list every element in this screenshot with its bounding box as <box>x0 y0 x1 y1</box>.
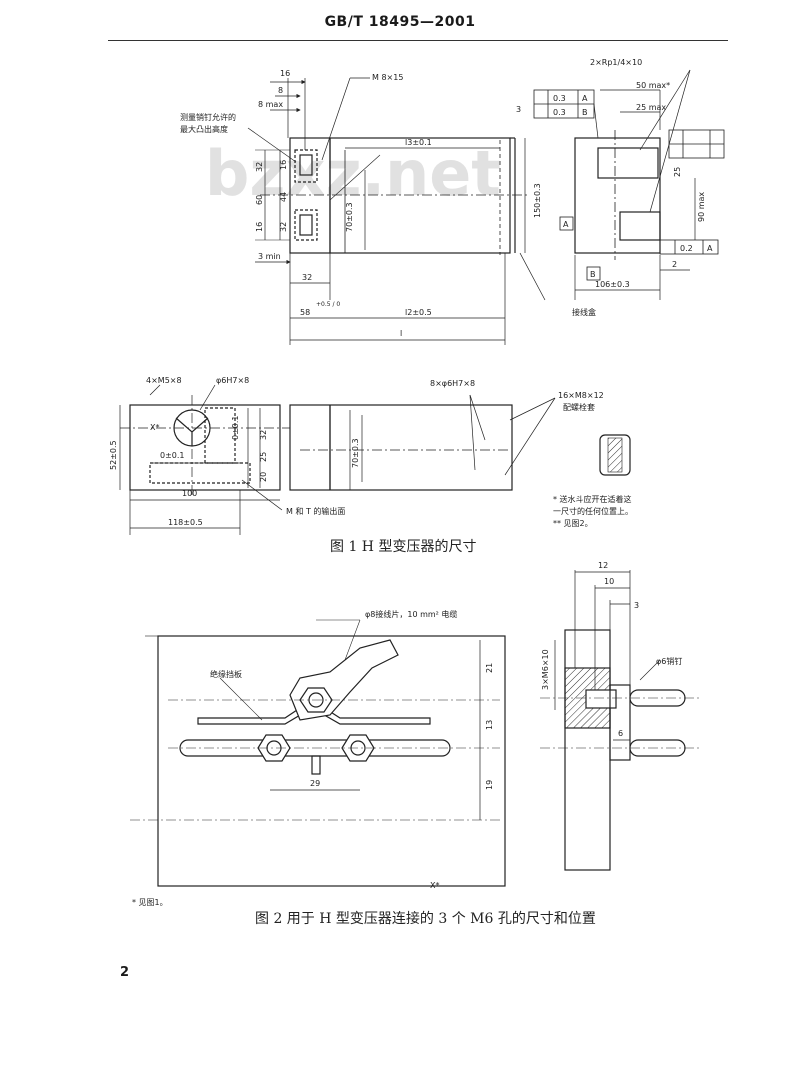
label-10: 10 <box>604 577 614 586</box>
label-tol03a: 0.3 <box>553 94 566 103</box>
label-l2: l2±0.5 <box>405 308 432 317</box>
label-mt-face: M 和 T 的输出面 <box>286 506 345 516</box>
note-dstar: ** 见图2。 <box>553 519 593 528</box>
label-20: 20 <box>259 472 268 482</box>
label-29: 29 <box>310 779 320 788</box>
fig2-plate <box>157 635 506 887</box>
label-32c: 32 <box>302 273 312 282</box>
label-m8x15: M 8×15 <box>372 73 403 82</box>
label-8max: 8 max <box>258 100 283 109</box>
page-number: 2 <box>120 965 130 980</box>
label-19: 19 <box>485 780 494 790</box>
label-16: 16 <box>280 69 290 78</box>
watermark: bzxz.net <box>205 137 501 210</box>
label-44: 44 <box>279 192 288 202</box>
label-60: 60 <box>255 195 264 205</box>
label-m6x10: 3×M6×10 <box>541 649 550 690</box>
label-0-1: 0±0.1 <box>160 451 185 460</box>
label-100: 100 <box>182 489 197 498</box>
label-58tol: +0.5 / 0 <box>316 301 340 308</box>
label-13: 13 <box>485 720 494 730</box>
figure2-caption: 图 2 用于 H 型变压器连接的 3 个 M6 孔的尺寸和位置 <box>255 911 596 927</box>
label-16a: 16 <box>279 160 288 170</box>
label-tolB: B <box>582 108 588 117</box>
note-star2: 一尺寸的任何位置上。 <box>553 506 633 516</box>
label-70: 70±0.3 <box>345 202 354 232</box>
label-25max: 25 max <box>636 103 666 112</box>
threaded-insert <box>599 434 631 476</box>
label-box-a: A <box>563 220 569 229</box>
label-m8x12-b: 配螺栓套 <box>563 402 595 412</box>
label-phi6-8: 8×φ6H7×8 <box>430 379 475 388</box>
fig2-footnote: * 见图1。 <box>132 898 168 907</box>
label-150: 150±0.3 <box>533 183 542 218</box>
label-phi6h7: φ6H7×8 <box>216 376 249 385</box>
label-terminal-box: 接线盒 <box>572 307 596 317</box>
label-3min: 3 min <box>258 252 281 261</box>
label-106: 106±0.3 <box>595 280 630 289</box>
label-16b: 16 <box>255 222 264 232</box>
page-header: GB/T 18495—2001 <box>324 14 476 30</box>
label-118: 118±0.5 <box>168 518 203 527</box>
label-0-1v: 0±0.1 <box>231 415 240 440</box>
label-2: 2 <box>672 260 677 269</box>
label-box-b: B <box>590 270 596 279</box>
label-3top: 3 <box>516 105 521 114</box>
fig1-main-body <box>329 137 511 254</box>
label-phi8: φ8接线片，10 mm² 电缆 <box>365 609 457 619</box>
label-tol03b: 0.3 <box>553 108 566 117</box>
figure1-caption: 图 1 H 型变压器的尺寸 <box>330 539 477 555</box>
label-21: 21 <box>485 663 494 673</box>
label-6: 6 <box>618 729 623 738</box>
label-tol02: 0.2 <box>680 244 693 253</box>
label-x-prime: X* <box>430 881 439 890</box>
label-l: l <box>400 329 402 338</box>
label-25b: 25 <box>259 452 268 462</box>
label-25: 25 <box>673 167 682 177</box>
label-70b: 70±0.3 <box>351 438 360 468</box>
label-32b: 32 <box>279 222 288 232</box>
label-phi6: φ6销钉 <box>656 656 682 666</box>
fig1-bottom-body <box>289 404 513 491</box>
label-m5x8: 4×M5×8 <box>146 376 182 385</box>
label-8: 8 <box>278 86 283 95</box>
label-32a: 32 <box>255 162 264 172</box>
label-m8x12: 16×M8×12 <box>558 391 604 400</box>
label-x-star: X* <box>150 423 159 432</box>
label-rp: 2×Rp1/4×10 <box>590 58 642 67</box>
label-l3: l3±0.1 <box>405 138 432 147</box>
label-52: 52±0.5 <box>109 440 118 470</box>
fig2-side-section <box>564 629 611 871</box>
note-star: * 送水斗应开在适着这 <box>553 494 632 504</box>
header-rule <box>108 40 728 41</box>
label-meas-note2: 最大凸出高度 <box>180 124 228 134</box>
fig1-side-view <box>574 137 661 254</box>
label-tolA: A <box>582 94 588 103</box>
label-3: 3 <box>634 601 639 610</box>
label-meas-note1: 测量销钉允许的 <box>180 112 236 122</box>
label-50max: 50 max* <box>636 81 670 90</box>
label-32d: 32 <box>259 430 268 440</box>
fig1-end-view <box>129 404 281 491</box>
label-insul: 绝缘挡板 <box>210 669 242 679</box>
label-12: 12 <box>598 561 608 570</box>
label-tolA2: A <box>707 244 713 253</box>
label-58: 58 <box>300 308 310 317</box>
label-90max: 90 max <box>697 192 706 222</box>
